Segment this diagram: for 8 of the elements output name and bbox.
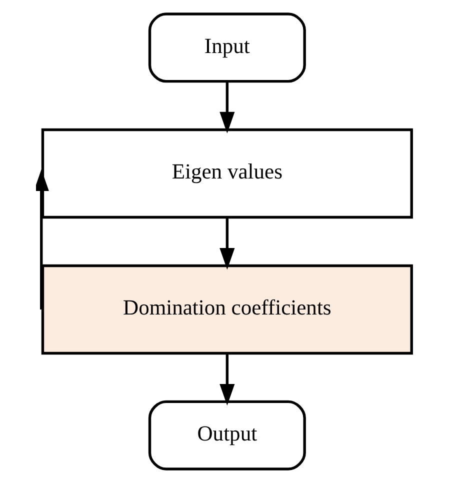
node-box: Output xyxy=(148,400,306,470)
arrow xyxy=(219,354,234,406)
arrow xyxy=(36,169,48,310)
arrow xyxy=(219,81,234,134)
arrow xyxy=(219,217,234,270)
node-box: Eigen values xyxy=(40,128,412,219)
node-box: Input xyxy=(148,12,306,83)
node-box: Domination coefficients xyxy=(40,264,412,355)
